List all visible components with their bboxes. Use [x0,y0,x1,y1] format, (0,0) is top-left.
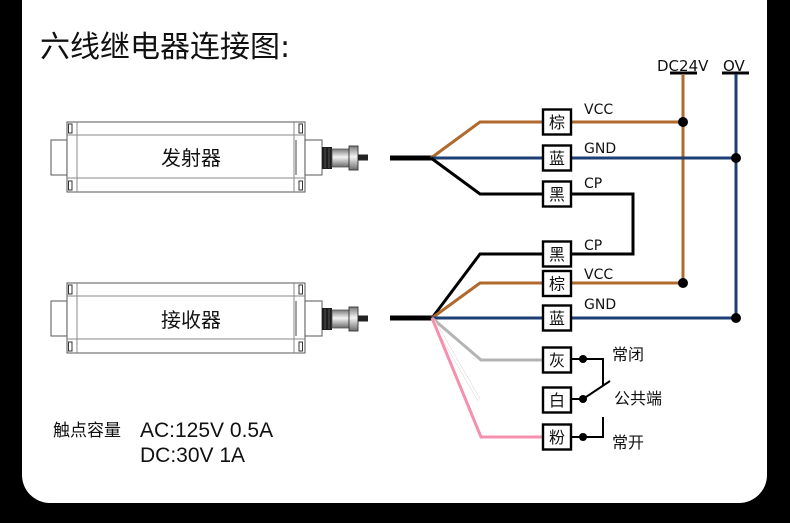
junction-dot [678,278,688,288]
wire-color-label: 蓝 [549,149,565,168]
receiver-wire-gray-tag: 灰 [541,346,573,374]
end-cap-left [50,300,68,337]
connector-nut [322,147,332,169]
notch [298,341,303,352]
junction-dot [678,117,688,127]
contact-rating-ac: AC:125V 0.5A [140,419,273,442]
receiver-wire-white [430,317,543,402]
power-rails: DC24V OV [657,57,749,318]
emitter-label: 发射器 [161,146,221,170]
emitter-wire-blue-tag: 蓝 GND [541,141,616,172]
0v-label: OV [723,57,746,75]
dc24v-terminal-bar [670,71,697,75]
cp-link-wire [571,192,635,256]
wire-signal-label: CP [584,238,602,254]
notch [298,284,303,295]
wire-color-box [541,108,573,136]
connector-ring [348,145,359,171]
emitter-cable [390,155,432,161]
notch [68,341,73,352]
wire-color-label: 粉 [549,428,565,447]
0v-terminal-bar [722,71,749,75]
receiver-device: 接收器 [50,282,368,354]
receiver-wire-blue-tag: 蓝 GND [541,297,616,332]
wire-color-box [541,304,573,332]
contact-rating: 触点容量 AC:125V 0.5A DC:30V 1A [53,419,273,467]
receiver-wire-white-tag: 白 [541,386,573,414]
connector-nut [322,308,332,330]
wire-color-label: 蓝 [549,309,565,328]
housing [66,282,306,354]
receiver-wire-black [430,252,543,319]
wire-color-label: 棕 [549,113,565,132]
receiver-wire-pink-tag: 粉 [541,423,573,451]
junction-dot [731,313,741,323]
emitter-wire-black [430,156,543,196]
wire-signal-label: CP [584,176,602,192]
wire-color-box [541,180,573,208]
wire-signal-label: GND [584,297,616,313]
emitter-device: 发射器 [50,121,368,193]
wire-signal-label: VCC [584,267,613,283]
notch [298,180,303,191]
receiver-wire-brown-tag: 棕 VCC [541,267,613,298]
wire-color-label: 灰 [549,351,565,370]
junction-dot [731,153,741,163]
emitter-wires [430,120,736,256]
wire-color-box [541,269,573,298]
receiver-wire-brown [431,281,683,320]
notch [68,123,73,134]
normally-closed-label: 常闭 [612,345,644,364]
com-terminal-dot [579,395,587,403]
page-title: 六线继电器连接图: [40,30,290,65]
wire-signal-label: VCC [584,102,613,118]
wire-signal-label: GND [584,141,616,157]
contact-rating-dc: DC:30V 1A [140,444,245,467]
no-terminal-dot [579,433,587,441]
nc-terminal-dot [579,355,587,363]
diagram-panel [22,0,767,503]
contact-rating-label: 触点容量 [53,421,121,441]
connector-cable-stub [358,315,368,322]
wire-color-box [541,144,573,172]
notch [298,123,303,134]
receiver-wires [430,252,736,439]
notch [68,284,73,295]
normally-open-label: 常开 [612,433,644,452]
wire-color-box [541,240,573,268]
receiver-wire-gray [431,316,543,362]
connector-body [331,309,350,329]
wire-color-label: 棕 [549,275,565,294]
wire-color-label: 白 [549,391,565,410]
end-cap-right [304,300,323,337]
notch [68,180,73,191]
connector-body [331,148,350,168]
receiver-cable [390,315,432,321]
common-label: 公共端 [614,389,662,408]
end-cap-right [304,139,323,176]
receiver-label: 接收器 [161,308,221,332]
wire-color-label: 黑 [549,245,565,264]
end-cap-left [50,139,68,176]
dc24v-label: DC24V [657,57,709,75]
relay-switch-symbol: 常闭 公共端 常开 [571,345,662,452]
receiver-wire-black-tag: 黑 CP [541,238,602,268]
wire-color-label: 黑 [549,185,565,204]
emitter-wire-brown [430,120,683,160]
connector-cable-stub [358,154,368,161]
connector-ring [348,306,359,332]
emitter-wire-brown-tag: 棕 VCC [541,102,613,136]
emitter-wire-black-tag: 黑 CP [541,176,602,208]
receiver-wire-pink [430,317,543,439]
